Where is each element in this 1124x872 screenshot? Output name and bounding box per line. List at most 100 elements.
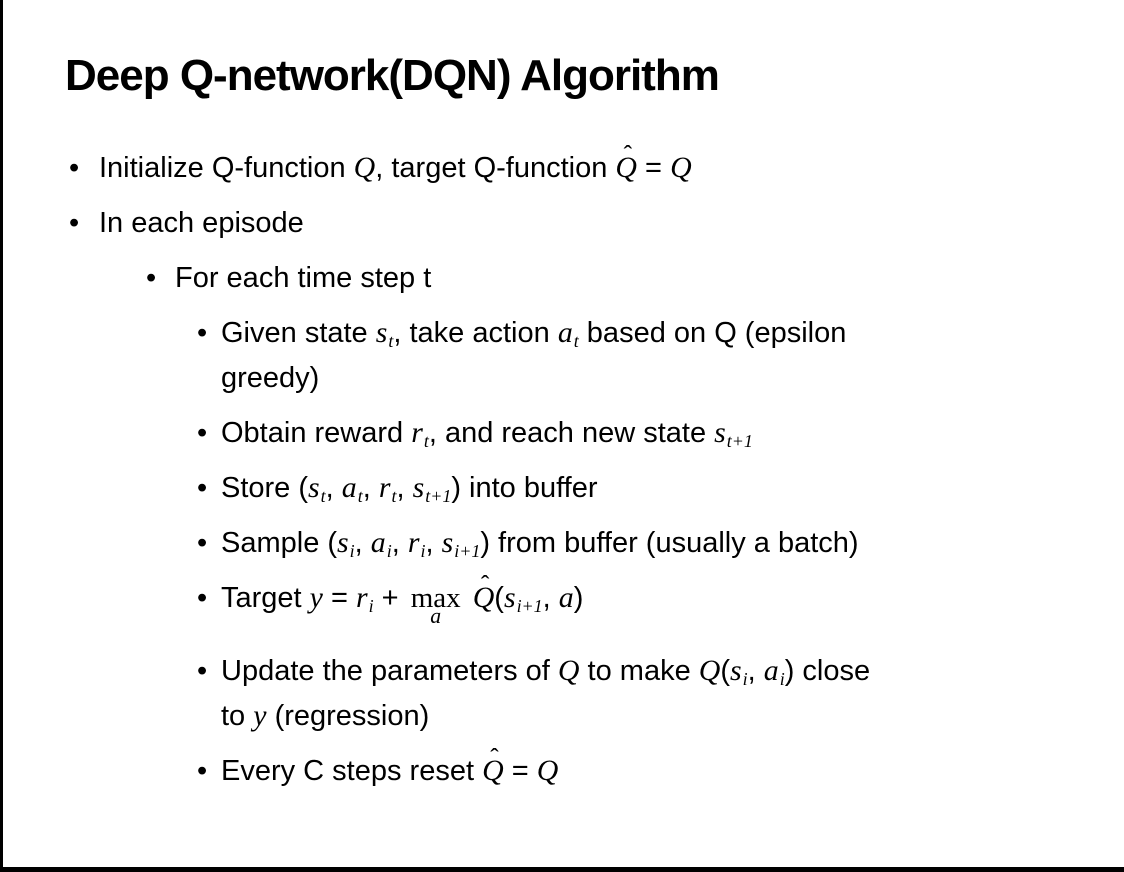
math-subscript: i+1: [454, 540, 481, 561]
math-variable: r: [411, 416, 423, 450]
text-run: to make: [579, 654, 699, 687]
math-subscript: i: [779, 668, 785, 689]
bullet-icon: •: [197, 317, 208, 350]
bullet-text: Sample (si, ai, ri, si+1) from buffer (u…: [221, 521, 1124, 566]
text-run: Sample (: [221, 526, 338, 559]
math-variable: Q: [698, 653, 721, 687]
math-subscript: t: [573, 331, 579, 352]
text-run: , target Q-function: [375, 152, 616, 185]
text-run: In each episode: [99, 207, 304, 240]
math-variable: s: [337, 525, 349, 559]
bullet-icon: •: [69, 152, 80, 185]
text-run: [465, 582, 473, 614]
math-subscript: t+1: [425, 486, 452, 507]
bullet-item: •For each time step t: [3, 256, 1124, 301]
text-run: ): [573, 581, 584, 614]
bullet-item: • Sample (si, ai, ri, si+1) from buffer (…: [3, 521, 1124, 566]
math-variable: y: [253, 698, 267, 732]
text-run: ,: [354, 526, 371, 559]
text-run: ) into buffer: [451, 472, 598, 505]
bullet-item: • In each episode: [3, 201, 1124, 246]
bullet-text: In each episode: [99, 201, 1124, 246]
bullet-text: Initialize Q-function Q, target Q-functi…: [99, 142, 1124, 191]
bullet-item: • Store (st, at, rt, st+1) into buffer: [3, 466, 1124, 511]
text-run: Obtain reward: [221, 417, 412, 450]
bullet-item: •Obtain reward rt, and reach new state s…: [3, 411, 1124, 456]
text-run: Every C steps reset: [221, 754, 483, 787]
math-variable: s: [412, 471, 425, 505]
text-run: to: [221, 699, 254, 732]
math-subscript: t: [423, 431, 429, 452]
text-run: ,: [396, 472, 413, 505]
hat-icon: ˆ: [480, 570, 490, 599]
math-variable: s: [375, 316, 388, 350]
math-subscript: t: [320, 486, 326, 507]
bullet-text: Update the parameters of Q to make Q(si,…: [221, 649, 1124, 739]
math-variable: s: [503, 580, 516, 614]
math-variable: Q: [615, 151, 637, 185]
text-run: greedy): [221, 362, 320, 395]
text-run: ,: [325, 472, 342, 505]
bullet-item: •Given state st, take action at based on…: [3, 311, 1124, 401]
hat-icon: ˆ: [623, 141, 633, 170]
bullet-list: •Initialize Q-function Q, target Q-funct…: [3, 142, 1124, 794]
hat-icon: ˆ: [490, 743, 499, 772]
math-variable: Q: [557, 653, 580, 687]
math-variable: r: [378, 471, 391, 505]
text-run: Target: [221, 581, 310, 614]
bullet-text: Store (st, at, rt, st+1) into buffer: [221, 466, 1124, 511]
math-subscript: i: [349, 540, 355, 561]
bullet-item: •Initialize Q-function Q, target Q-funct…: [3, 142, 1124, 191]
bullet-text: Given state st, take action at based on …: [221, 311, 1124, 401]
bullet-icon: •: [197, 581, 208, 614]
text-run: Update the parameters of: [221, 654, 558, 687]
text-run: ,: [391, 526, 408, 559]
math-subscript: t: [388, 331, 394, 352]
bullet-item: • Update the parameters of Q to make Q(si…: [3, 649, 1124, 739]
math-variable: Q: [670, 151, 692, 185]
slide-title: Deep Q-network(DQN) Algorithm: [65, 51, 720, 100]
math-variable: s: [714, 416, 726, 450]
math-variable: s: [441, 525, 454, 559]
math-variable: r: [356, 580, 368, 614]
bullet-icon: •: [197, 654, 208, 687]
text-run: ,: [362, 472, 379, 505]
math-subscript: i: [420, 540, 426, 561]
math-variable: a: [763, 653, 779, 687]
math-variable: Q: [472, 580, 495, 614]
math-subscript: i: [386, 540, 392, 561]
text-run: ,: [542, 581, 559, 614]
math-subscript: i: [742, 668, 748, 689]
text-run: ) close: [784, 654, 871, 687]
text-run: , take action: [393, 317, 558, 350]
bullet-icon: •: [197, 526, 208, 559]
text-run: ,: [747, 654, 764, 687]
math-variable: a: [557, 316, 573, 350]
bullet-icon: •: [197, 472, 208, 505]
text-run: Initialize Q-function: [99, 152, 354, 185]
text-run: ,: [425, 526, 442, 559]
text-run: (regression): [266, 699, 430, 732]
math-variable: s: [308, 471, 320, 505]
text-run: +: [373, 581, 407, 614]
max-label: max: [410, 581, 461, 614]
text-run: =: [503, 754, 537, 787]
max-under-subscript: a: [430, 604, 442, 629]
math-subscript: i: [368, 595, 374, 616]
math-variable: a: [558, 580, 574, 614]
math-variable: a: [341, 471, 357, 505]
math-subscript: t: [357, 486, 363, 507]
text-run: ) from buffer (usually a batch): [480, 526, 859, 559]
text-run: For each time step t: [175, 262, 432, 295]
bullet-icon: •: [69, 207, 80, 240]
math-subscript: t+1: [726, 431, 753, 452]
text-run: based on Q (epsilon: [578, 317, 847, 350]
math-variable: Q: [482, 753, 504, 787]
